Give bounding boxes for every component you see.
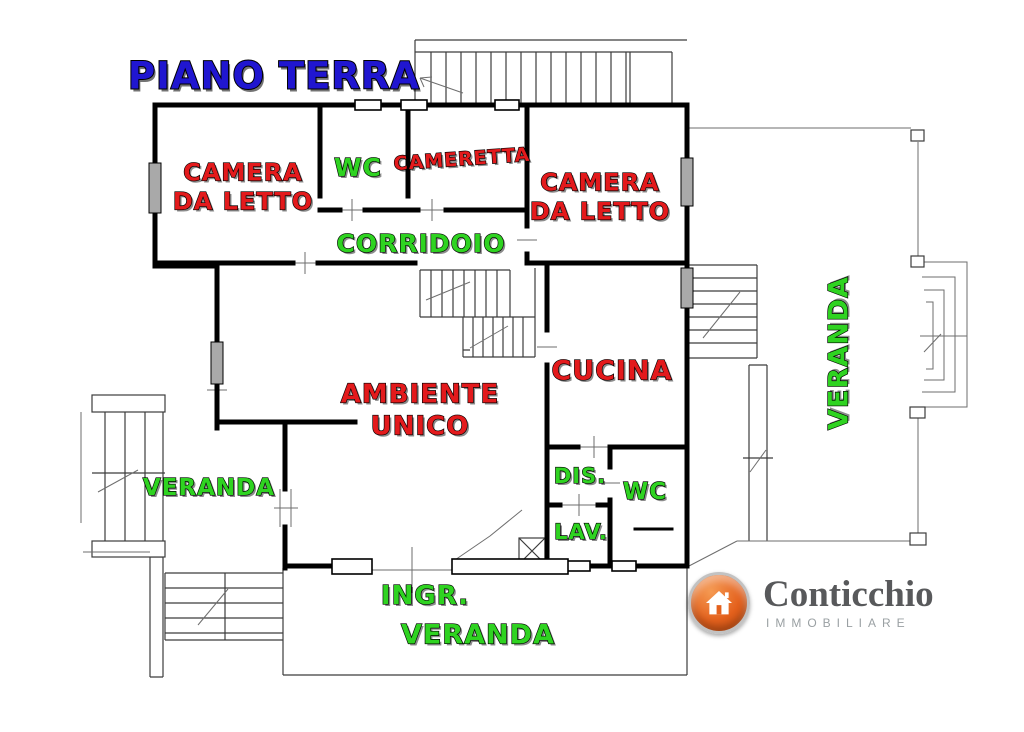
room-label-veranda-bottom: VERANDA (400, 619, 555, 651)
exterior-stairs-right (687, 264, 773, 541)
house-icon-glyph (705, 590, 733, 615)
left-pergola-structure (80, 394, 166, 558)
agency-logo: Conticchio IMMOBILIARE (688, 572, 934, 634)
room-label-veranda-left: VERANDA (142, 474, 276, 501)
room-label-ingresso: INGR. (380, 580, 470, 612)
room-label-camera-da-letto-right: CAMERA DA LETTO (529, 168, 671, 227)
room-label-cucina: CUCINA (551, 355, 673, 387)
room-label-wc-top: WC (333, 152, 382, 182)
veranda-bottom-outline (282, 568, 688, 676)
windows (148, 99, 694, 575)
room-label-ambiente-unico: AMBIENTE UNICO (340, 379, 500, 442)
exterior-stairs-bottom-left (149, 556, 283, 678)
agency-logo-text: Conticchio IMMOBILIARE (763, 576, 934, 630)
house-icon (688, 572, 750, 634)
veranda-right-outline (687, 127, 968, 567)
room-label-dis: DIS. (553, 464, 607, 489)
room-label-corridoio: CORRIDOIO (336, 228, 506, 258)
interior-stairs (419, 268, 536, 358)
exterior-stairs-top (414, 39, 687, 105)
page-title: PIANO TERRA (127, 53, 420, 98)
room-label-veranda-right: VERANDA (823, 275, 855, 430)
room-label-lav: LAV. (553, 520, 608, 545)
agency-name: Conticchio (763, 574, 934, 615)
room-label-wc-bottom: WC (622, 478, 668, 505)
room-label-camera-da-letto-left: CAMERA DA LETTO (172, 158, 314, 217)
door-marks (207, 199, 620, 527)
agency-subtitle: IMMOBILIARE (766, 616, 911, 630)
